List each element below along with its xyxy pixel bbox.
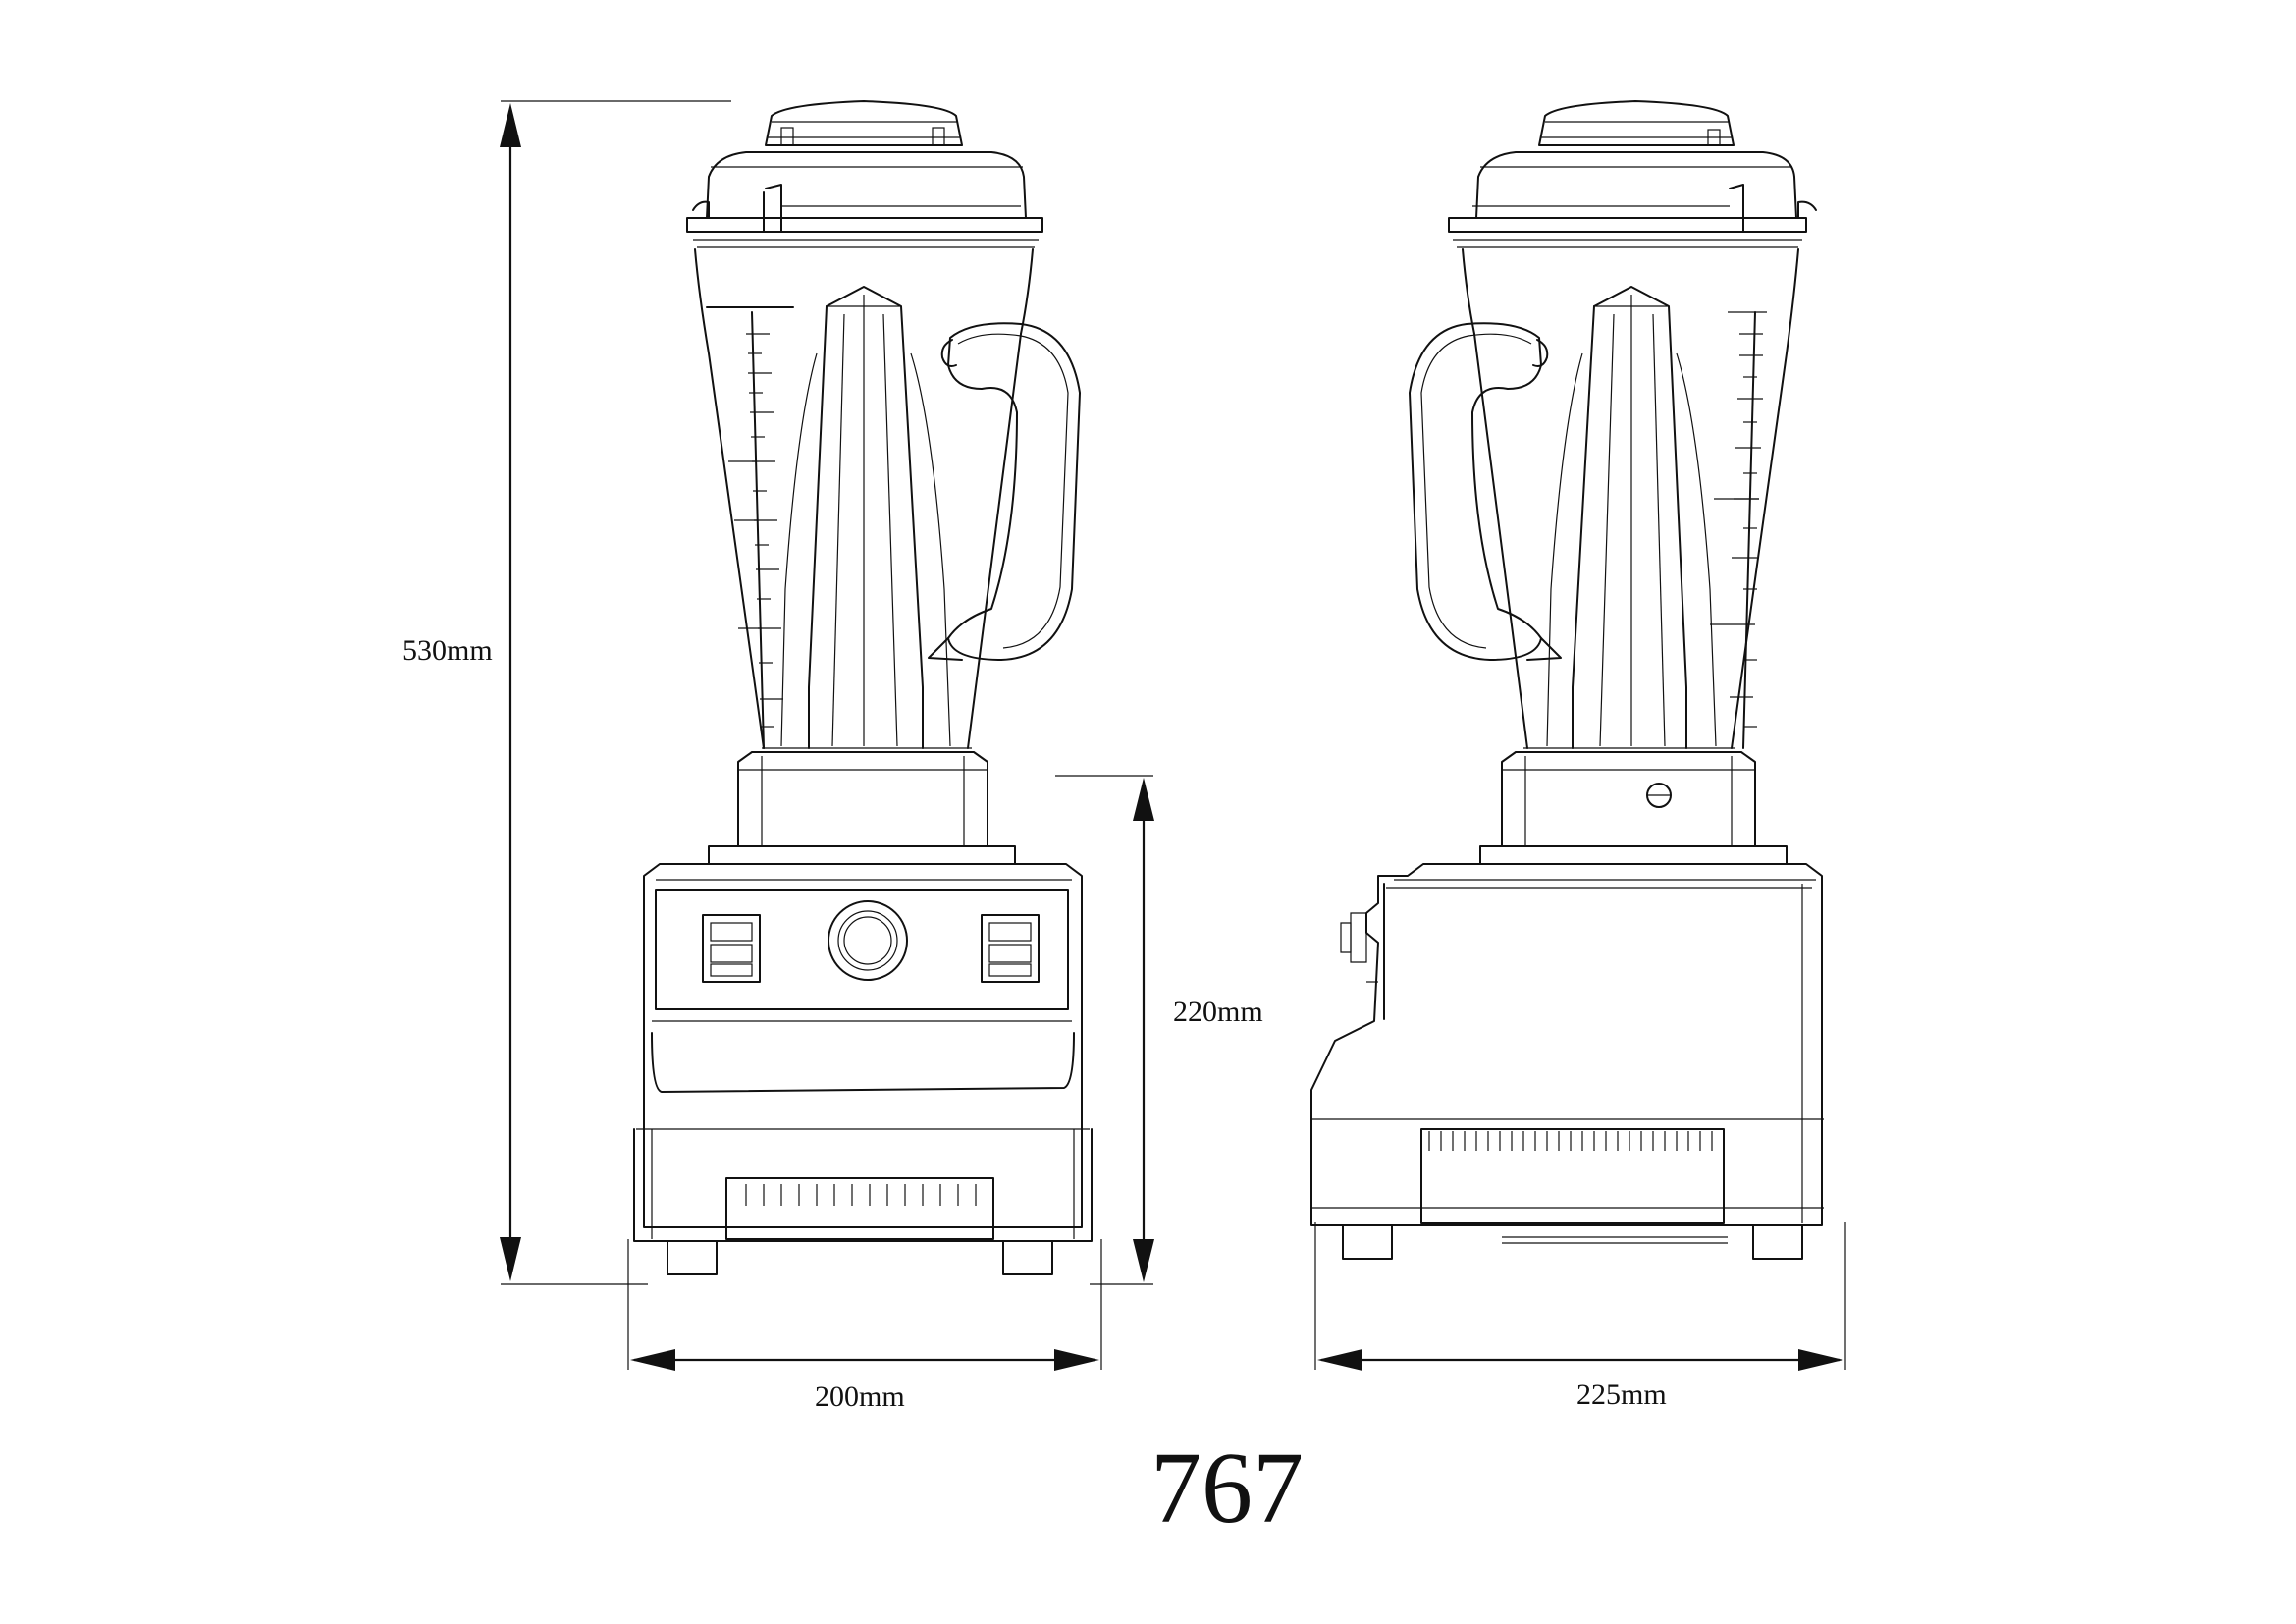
side-jar [1462,248,1799,749]
side-lid [1448,151,1817,248]
overall-height-label: 530mm [402,634,493,667]
base-height-dimension: 220mm [1055,775,1263,1285]
side-vent-slots [1428,1131,1713,1151]
base-height-label: 220mm [1173,996,1263,1028]
vent-slots [745,1184,977,1206]
right-switch [981,914,1040,983]
front-width-label: 200mm [815,1380,905,1413]
front-width-dimension: 200mm [627,1239,1102,1413]
speed-dial [828,900,908,981]
side-jar-handle [1409,322,1562,661]
jar-handle [928,322,1081,661]
front-view-blender [633,100,1093,1275]
jar [694,248,1034,749]
side-depth-dimension: 225mm [1314,1222,1846,1411]
motor-base [633,845,1093,1275]
model-number: 767 [1150,1432,1304,1544]
lid [686,151,1043,248]
jar-collar [737,751,988,847]
lid-cap [765,100,963,146]
side-view-blender [1310,100,1824,1260]
side-depth-label: 225mm [1576,1379,1667,1411]
side-lid-cap [1538,100,1735,146]
side-jar-collar [1501,751,1756,847]
left-switch [702,914,761,983]
side-motor-base [1310,845,1824,1260]
overall-height-dimension: 530mm [402,100,731,1285]
